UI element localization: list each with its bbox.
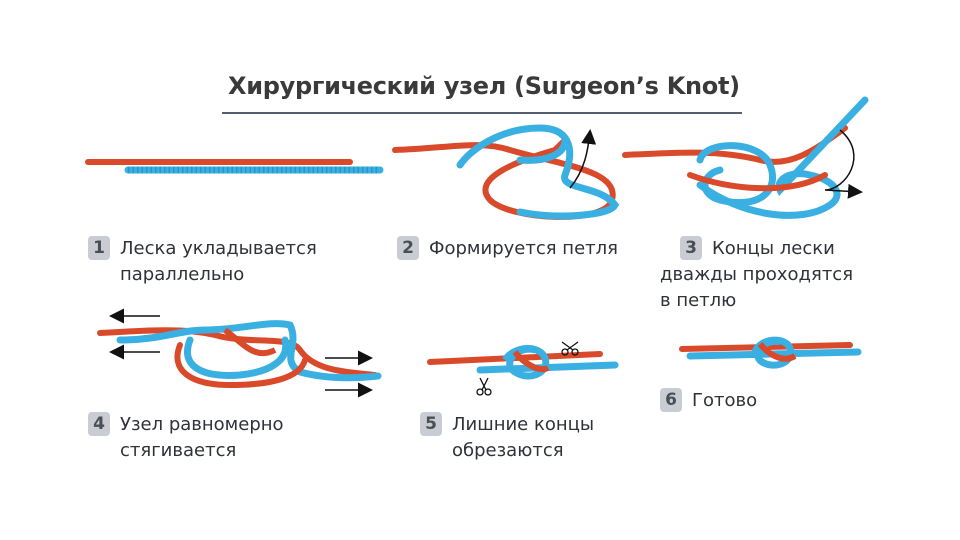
scissors-icon — [561, 341, 579, 356]
step-text-line: Узел равномерно — [120, 414, 284, 435]
step4-illustration — [97, 308, 382, 398]
step-5-caption: 5 Лишние концы обрезаются — [420, 412, 594, 464]
step-number-badge: 3 — [680, 236, 702, 260]
step-text-line: обрезаются — [452, 440, 564, 461]
step-text-line: дважды проходятся — [660, 264, 854, 285]
step-2-caption: 2 Формируется петля — [397, 236, 618, 262]
step-number-badge: 6 — [660, 388, 682, 412]
step-text-line: Лишние концы — [452, 414, 595, 435]
diagram-title: Хирургический узел (Surgeon’s Knot) — [228, 72, 740, 100]
step-text-line: Готово — [692, 390, 758, 411]
step-text-line: в петлю — [660, 290, 737, 311]
step-number-badge: 4 — [88, 412, 110, 436]
step-6-caption: 6 Готово — [660, 388, 757, 414]
step-number-badge: 2 — [397, 236, 419, 260]
scissors-icon — [476, 377, 492, 396]
step6-illustration — [679, 336, 862, 369]
step2-illustration — [392, 124, 620, 220]
step5-illustration — [427, 341, 619, 396]
step-4-caption: 4 Узел равномерно стягивается — [88, 412, 284, 464]
step-text-line: Концы лески — [712, 238, 835, 259]
arrow-icon — [824, 129, 863, 199]
step-text-line: стягивается — [120, 440, 237, 461]
step-text-line: Формируется петля — [429, 238, 618, 259]
step3-illustration — [622, 96, 869, 219]
step-1-caption: 1 Леска укладывается параллельно — [88, 236, 317, 288]
step-number-badge: 5 — [420, 412, 442, 436]
step1-illustration — [85, 159, 384, 174]
step-text-line: Леска укладывается — [120, 238, 317, 259]
arrow-icon — [569, 129, 597, 189]
step-text-line: параллельно — [120, 264, 245, 285]
title-underline — [222, 112, 742, 114]
step-number-badge: 1 — [88, 236, 110, 260]
step-3-caption: 3 Концы лески дважды проходятся в петлю — [660, 236, 853, 314]
